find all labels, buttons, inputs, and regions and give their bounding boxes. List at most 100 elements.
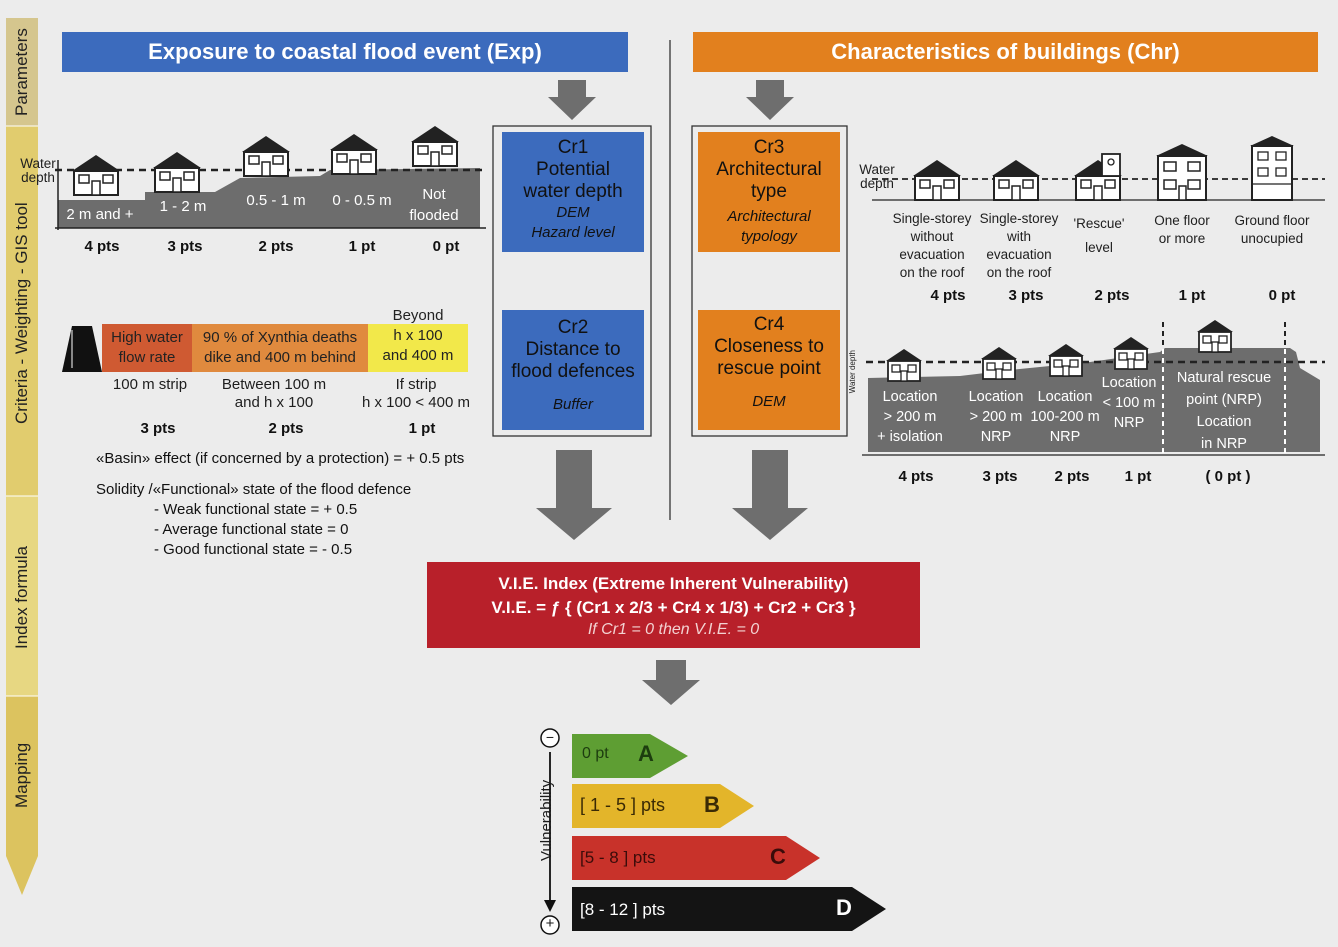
- cr1-line1: Potential: [536, 159, 610, 180]
- rating-d-letter: D: [836, 895, 852, 920]
- cr1-title: Cr1: [557, 137, 589, 158]
- arch-cat-5-l2: unocupied: [1240, 231, 1304, 246]
- arch-cat-4-l2: or more: [1158, 231, 1206, 246]
- cr3-line1: Architectural: [716, 159, 822, 180]
- rescue-cat-5-l3: Location: [1196, 414, 1252, 430]
- cr3-line2: type: [751, 181, 787, 202]
- depth-label-5: Not: [422, 186, 446, 203]
- depth-pts-4: 1 pt: [348, 238, 376, 255]
- cr4-line2: rescue point: [717, 358, 821, 379]
- plus-symbol: +: [545, 915, 555, 932]
- rescue-cat-4-l2: < 100 m: [1102, 395, 1156, 411]
- arch-cat-1-l1: Single-storey: [892, 211, 972, 226]
- rescue-pts-4: 1 pt: [1124, 468, 1152, 485]
- rescue-pts-1: 4 pts: [898, 468, 934, 485]
- between-line1: Between 100 m: [221, 376, 327, 393]
- rescue-cat-3-l1: Location: [1037, 389, 1093, 405]
- beyond-line2: h x 100: [393, 327, 443, 344]
- between-label: Between 100 m and h x 100: [206, 376, 342, 412]
- xynthia-line2: dike and 400 m behind: [204, 349, 356, 366]
- arch-cat-4: One floor or more: [1142, 212, 1222, 248]
- rescue-cat-4-l3: NRP: [1113, 415, 1145, 431]
- cr2-line1: Distance to: [525, 339, 621, 360]
- rating-b-range: [ 1 - 5 ] pts: [580, 795, 666, 815]
- cr3-sub2: typology: [741, 228, 797, 245]
- architecture-houses: [872, 136, 1325, 201]
- if-strip-label: If strip h x 100 < 400 m: [352, 376, 480, 412]
- rescue-cat-5-l2: point (NRP): [1186, 392, 1262, 408]
- high-water-cell: High water flow rate: [102, 328, 192, 368]
- arch-pts-3: 2 pts: [1094, 287, 1130, 304]
- header-characteristics: Characteristics of buildings (Chr): [693, 32, 1318, 72]
- rescue-cat-2-l2: > 200 m: [969, 409, 1023, 425]
- criterion-cr4: Cr4 Closeness to rescue point DEM: [698, 310, 840, 430]
- arch-cat-2: Single-storey with evacuation on the roo…: [974, 210, 1064, 282]
- cr1-sub1: DEM: [556, 204, 590, 221]
- water-word: Water: [20, 156, 56, 171]
- rating-b-letter: B: [704, 792, 720, 817]
- xynthia-cell: 90 % of Xynthia deaths dike and 400 m be…: [192, 328, 368, 368]
- defence-pts-3: 1 pt: [408, 420, 436, 437]
- depth-pts-1: 4 pts: [84, 238, 120, 255]
- criterion-cr1: Cr1 Potential water depth DEM Hazard lev…: [502, 132, 644, 252]
- rating-d-range: [8 - 12 ] pts: [580, 900, 666, 919]
- rescue-cat-2: Location > 200 m NRP: [962, 387, 1030, 447]
- xynthia-line1: 90 % of Xynthia deaths: [202, 329, 358, 346]
- if-strip-line1: If strip: [395, 376, 437, 393]
- cr4-line1: Closeness to: [714, 336, 824, 357]
- formula-condition: If Cr1 = 0 then V.I.E. = 0: [587, 621, 760, 638]
- sidebar-label-parameters: Parameters: [12, 28, 31, 116]
- defence-strip: [62, 324, 468, 372]
- cr1-sub2: Hazard level: [531, 224, 615, 241]
- rating-a-range: 0 pt: [582, 745, 609, 762]
- arch-cat-3: 'Rescue' level: [1064, 212, 1134, 260]
- minus-symbol: −: [545, 729, 555, 745]
- arch-cat-2-l4: on the roof: [986, 265, 1052, 280]
- depth-label-4: 0 - 0.5 m: [332, 192, 392, 209]
- rescue-water-depth: Water depth: [848, 350, 857, 394]
- rescue-cat-1-l3: + isolation: [877, 429, 943, 445]
- arch-water-depth: Water depth: [852, 163, 902, 191]
- cr2-sub1: Buffer: [552, 396, 594, 413]
- criterion-cr3: Cr3 Architectural type Architectural typ…: [698, 132, 840, 252]
- depth-pts-3: 2 pts: [258, 238, 294, 255]
- rescue-cat-1-l1: Location: [882, 389, 938, 405]
- solidity-good: - Good functional state = - 0.5: [154, 541, 353, 558]
- rescue-cat-5-l1: Natural rescue: [1176, 370, 1272, 386]
- arch-pts-4: 1 pt: [1178, 287, 1206, 304]
- depth-terrain: [55, 125, 486, 230]
- defence-pts-1: 3 pts: [140, 420, 176, 437]
- beyond-line1: Beyond: [392, 307, 444, 324]
- cr4-sub1: DEM: [752, 393, 786, 410]
- arch-cat-1-l2: without: [910, 229, 954, 244]
- cr2-line2: flood defences: [511, 361, 635, 382]
- between-line2: and h x 100: [234, 394, 314, 411]
- rescue-cat-2-l1: Location: [968, 389, 1024, 405]
- solidity-average: - Average functional state = 0: [154, 521, 349, 538]
- arch-cat-5-l1: Ground floor: [1234, 213, 1310, 228]
- if-strip-line2: h x 100 < 400 m: [362, 394, 470, 411]
- vulnerability-axis-label: Vulnerability: [538, 779, 555, 861]
- header-exposure: Exposure to coastal flood event (Exp): [62, 32, 628, 72]
- arch-cat-1-l4: on the roof: [899, 265, 965, 280]
- depth-label-1: 2 m and +: [66, 206, 134, 223]
- sidebar-label-mapping: Mapping: [12, 742, 31, 808]
- arch-cat-1-l3: evacuation: [899, 247, 965, 262]
- rating-a-letter: A: [638, 741, 654, 766]
- rescue-terrain: [862, 319, 1325, 456]
- arch-water-word: Water: [859, 162, 895, 177]
- flow-arrows: [536, 80, 808, 705]
- arch-cat-2-l2: with: [1006, 229, 1031, 244]
- arch-pts-5: 0 pt: [1268, 287, 1296, 304]
- vie-formula-box: V.I.E. Index (Extreme Inherent Vulnerabi…: [427, 562, 920, 648]
- arch-pts-1: 4 pts: [930, 287, 966, 304]
- rescue-cat-5: Natural rescue point (NRP) Location in N…: [1166, 367, 1282, 455]
- depth-pts-5: 0 pt: [432, 238, 460, 255]
- arch-cat-1: Single-storey without evacuation on the …: [886, 210, 978, 282]
- arch-cat-2-l3: evacuation: [986, 247, 1052, 262]
- rating-c-range: [5 - 8 ] pts: [580, 848, 656, 867]
- basin-effect: «Basin» effect (if concerned by a protec…: [96, 450, 465, 467]
- formula-equation: V.I.E. = ƒ { (Cr1 x 2/3 + Cr4 x 1/3) + C…: [491, 598, 856, 617]
- rescue-cat-2-l3: NRP: [980, 429, 1012, 445]
- solidity-weak: - Weak functional state = + 0.5: [154, 501, 358, 518]
